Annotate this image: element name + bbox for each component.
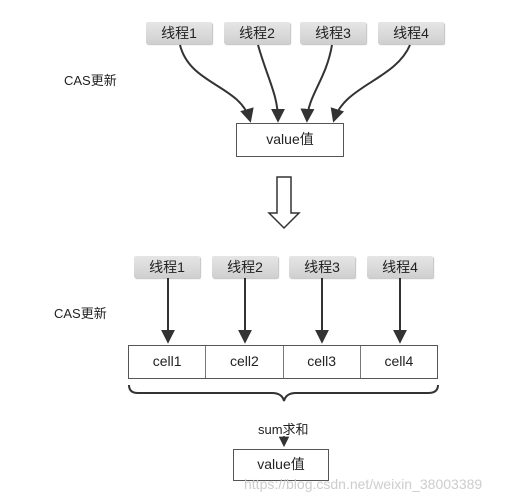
bottom-thread-4: 线程4 [367,256,433,278]
top-value-box: value值 [236,123,344,157]
cell-2: cell2 [206,346,284,378]
top-arrow-2 [257,44,285,123]
watermark-text: https://blog.csdn.net/weixin_38003389 [244,476,483,492]
transition-arrow [267,176,301,230]
bottom-value-box: value值 [233,449,329,481]
bottom-thread-3: 线程3 [289,256,355,278]
cell-array: cell1 cell2 cell3 cell4 [128,345,438,379]
top-thread-2: 线程2 [224,22,290,44]
top-arrow-4 [330,44,411,123]
cell-4: cell4 [384,353,414,369]
cell-1: cell1 [129,346,207,378]
top-cas-label: CAS更新 [64,73,117,88]
top-thread-3: 线程3 [300,22,366,44]
top-thread-4: 线程4 [378,22,444,44]
cell-3: cell3 [284,346,361,378]
sum-label: sum求和 [258,422,309,437]
top-thread-1: 线程1 [146,22,212,44]
bottom-cas-label: CAS更新 [54,306,107,321]
sum-brace [128,384,439,402]
bottom-thread-2: 线程2 [212,256,278,278]
bottom-thread-1: 线程1 [134,256,200,278]
top-arrow-3 [300,44,333,123]
top-arrow-1 [179,44,254,123]
